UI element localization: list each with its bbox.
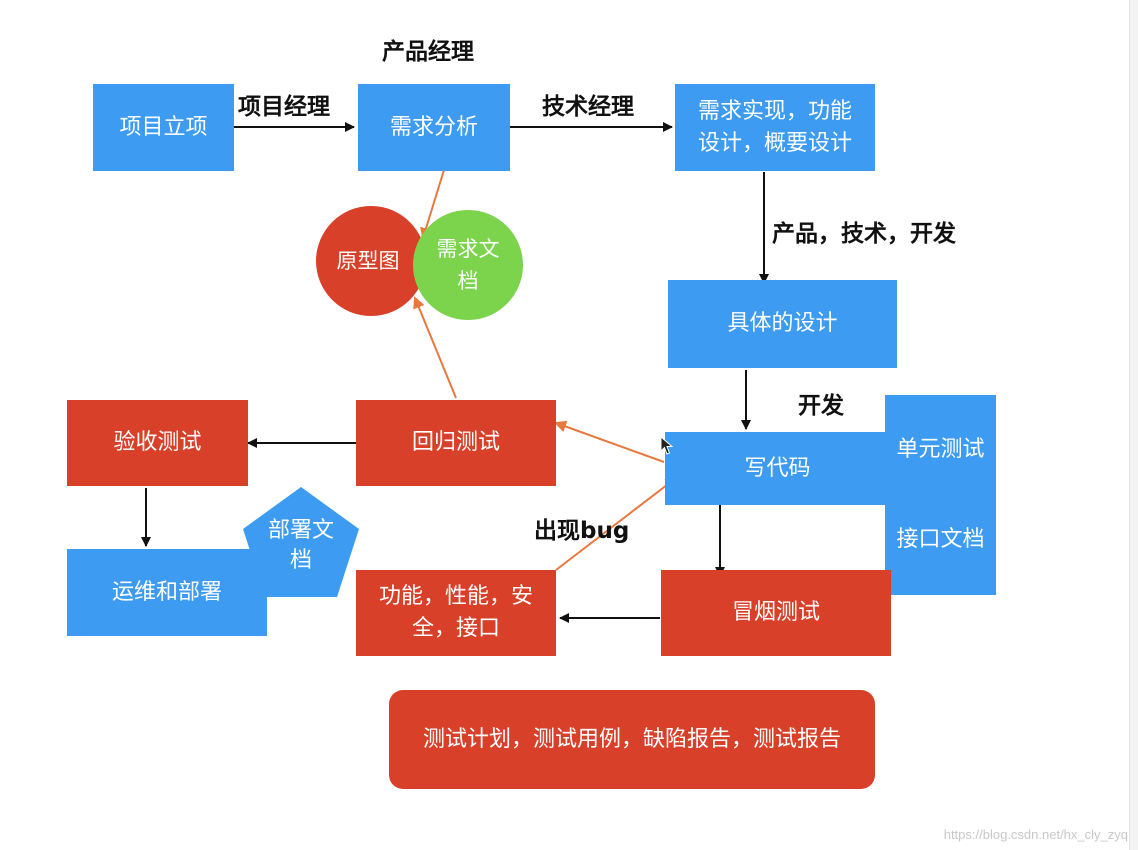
label-product-tech-dev: 产品，技术，开发 — [772, 221, 956, 247]
node-smoke-test: 冒烟测试 — [661, 570, 891, 656]
node-ops-deploy: 运维和部署 — [67, 549, 267, 636]
node-requirement-analysis: 需求分析 — [358, 84, 510, 171]
arrow-func-to-code — [555, 476, 678, 571]
label-product-manager: 产品经理 — [382, 39, 474, 65]
node-unit-test: 单元测试 — [896, 437, 985, 462]
node-test-docs: 测试计划，测试用例，缺陷报告，测试报告 — [389, 690, 875, 789]
node-func-perf-test: 功能，性能，安全，接口 — [356, 570, 556, 656]
mouse-cursor-icon — [660, 436, 674, 455]
label-bug-found: 出现bug — [534, 518, 630, 544]
label-project-manager: 项目经理 — [238, 94, 330, 120]
label-develop: 开发 — [798, 393, 844, 419]
node-regression-test: 回归测试 — [356, 400, 556, 486]
node-unit-interface: 单元测试 接口文档 — [885, 395, 996, 595]
node-deploy-doc: 部署文档 — [267, 518, 334, 573]
node-write-code: 写代码 — [665, 432, 890, 505]
node-requirement-impl: 需求实现，功能设计，概要设计 — [675, 84, 875, 171]
label-tech-manager: 技术经理 — [542, 94, 634, 120]
arrow-regression-to-docs — [413, 296, 457, 399]
arrow-code-to-regression — [554, 420, 665, 463]
node-detailed-design: 具体的设计 — [668, 280, 897, 368]
node-project-init: 项目立项 — [93, 84, 234, 171]
node-prototype-label: 原型图 — [336, 249, 400, 273]
node-prototype: 原型图 — [316, 206, 426, 316]
scrollbar[interactable] — [1129, 0, 1138, 850]
node-interface-doc: 接口文档 — [896, 527, 985, 552]
node-deploy-doc-shape — [243, 487, 359, 597]
watermark: https://blog.csdn.net/hx_cly_zyq — [943, 827, 1128, 842]
arrow-analysis-to-docs — [420, 169, 445, 240]
node-acceptance-test: 验收测试 — [67, 400, 248, 486]
node-requirement-doc: 需求文档 — [413, 210, 523, 320]
